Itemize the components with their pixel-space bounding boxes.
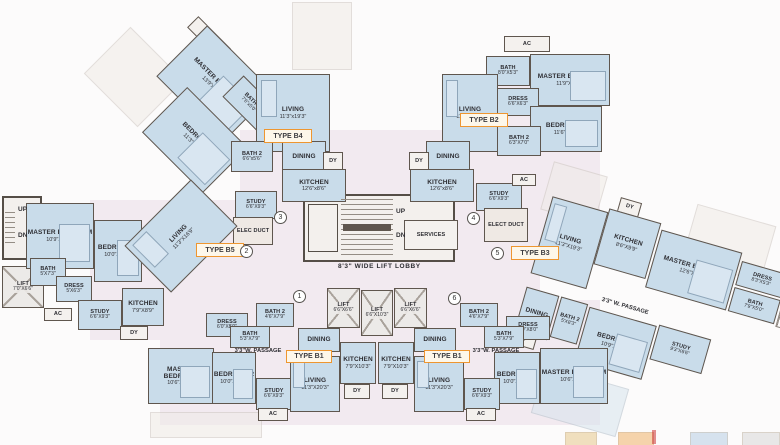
lift-lobby-label: 8'3" WIDE LIFT LOBBY: [338, 263, 421, 270]
type-label-b2: TYPE B2: [460, 113, 508, 127]
core-up-label: UP: [396, 208, 406, 215]
legend-swatch: [690, 432, 728, 445]
room-b2-dining: DINING: [426, 141, 470, 172]
room-b5-dy: DY: [120, 326, 148, 340]
type-label-b1-right: TYPE B1: [424, 350, 470, 363]
type-label-b5: TYPE B5: [196, 243, 244, 257]
core-dn-label: DN: [396, 232, 406, 239]
room-b4-dy: DY: [323, 152, 343, 170]
ghost-structure: [292, 2, 352, 70]
unit-number-2: 2: [240, 245, 253, 258]
room-b2-dy: DY: [409, 152, 429, 170]
type-label-b4: TYPE B4: [264, 129, 312, 143]
room-b1l-dy: DY: [344, 384, 370, 399]
unit-number-5: 5: [491, 247, 504, 260]
room-b1l-ac: AC: [258, 408, 288, 421]
room-b2-elect-duct: ELECT DUCT: [484, 208, 528, 242]
room-b4-dining: DINING: [282, 141, 326, 172]
core-shaft: [308, 204, 338, 252]
unit-number-1: 1: [293, 290, 306, 303]
room-services: SERVICES: [404, 220, 458, 250]
legend-swatch: [618, 432, 654, 445]
stairs-dn-label: DN: [18, 232, 28, 239]
passage-label-b1-left: 3'3"W. PASSAGE: [234, 348, 282, 354]
legend-swatch: [742, 432, 780, 445]
room-b1r-dining: DINING: [414, 328, 456, 352]
type-label-b1-left: TYPE B1: [286, 350, 332, 363]
room-b2-ac: AC: [504, 36, 550, 52]
ghost-structure: [150, 412, 262, 438]
unit-number-4: 4: [467, 212, 480, 225]
unit-number-3: 3: [274, 211, 287, 224]
room-b1l-dining: DINING: [298, 328, 340, 352]
room-b1r-ac: AC: [466, 408, 496, 421]
stairs-up-label: UP: [18, 206, 28, 213]
room-b1r-dy: DY: [382, 384, 408, 399]
legend-swatch: [652, 430, 656, 444]
type-label-b3: TYPE B3: [511, 246, 559, 260]
room-b4-elec-duct: ELEC DUCT: [233, 217, 273, 245]
passage-label-b1-right: 3'3"W. PASSAGE: [472, 348, 520, 354]
stair-landing: [343, 224, 391, 231]
legend-swatch: [565, 432, 597, 445]
stair-hatch: [5, 212, 15, 246]
room-b2-ac-side: AC: [512, 174, 536, 186]
unit-number-6: 6: [448, 292, 461, 305]
room-b5-ac: AC: [44, 308, 72, 321]
